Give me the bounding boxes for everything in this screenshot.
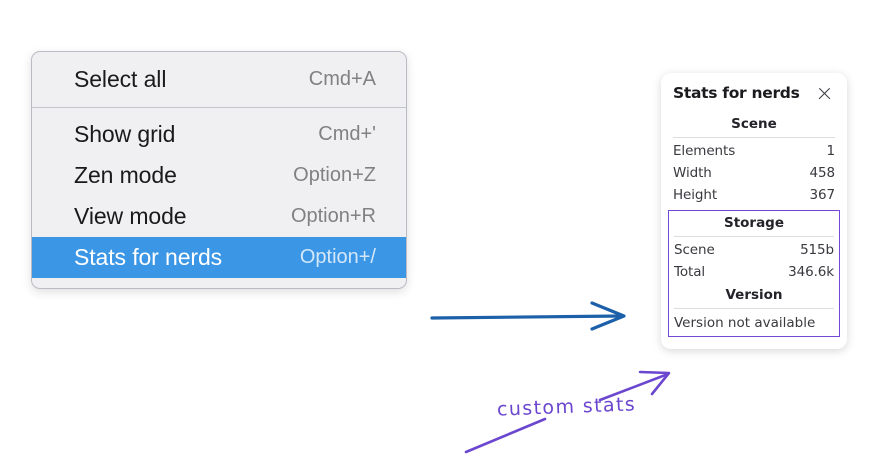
version-section-heading: Version [725, 287, 783, 303]
stat-row-elements: Elements 1 [673, 140, 835, 162]
stats-for-nerds-panel: Stats for nerds Scene Elements 1 Width 4… [661, 73, 847, 349]
menu-item-label: View mode [74, 203, 187, 229]
menu-item-shortcut: Option+Z [293, 164, 376, 186]
stat-key: Elements [673, 143, 736, 159]
menu-item-shortcut: Cmd+A [308, 68, 376, 90]
version-not-available-text: Version not available [674, 315, 816, 331]
menu-item-zen-mode[interactable]: Zen mode Option+Z [32, 155, 406, 196]
storage-section-heading: Storage [723, 215, 785, 231]
menu-item-select-all[interactable]: Select all Cmd+A [32, 59, 406, 100]
stat-row-storage-total: Total 346.6k [674, 261, 834, 283]
storage-divider [674, 236, 834, 237]
stat-row-width: Width 458 [673, 162, 835, 184]
menu-item-show-grid[interactable]: Show grid Cmd+' [32, 114, 406, 155]
custom-stats-annotation-label: custom stats [496, 393, 637, 421]
menu-item-view-mode[interactable]: View mode Option+R [32, 196, 406, 237]
stat-value: 1 [826, 143, 836, 159]
menu-separator [32, 107, 406, 108]
close-icon[interactable] [816, 85, 833, 102]
stat-value: 458 [809, 165, 836, 181]
stats-panel-title: Stats for nerds [673, 84, 800, 102]
menu-item-shortcut: Cmd+' [318, 123, 376, 145]
menu-group-2: Show grid Cmd+' Zen mode Option+Z View m… [32, 114, 406, 278]
menu-item-label: Select all [74, 66, 167, 92]
scene-section-heading: Scene [731, 116, 777, 132]
blue-arrow-annotation [430, 301, 626, 331]
stat-row-storage-scene: Scene 515b [674, 239, 834, 261]
menu-item-stats-for-nerds[interactable]: Stats for nerds Option+/ [32, 237, 406, 278]
version-divider [674, 308, 834, 309]
menu-item-label: Stats for nerds [74, 244, 223, 270]
stat-row-height: Height 367 [673, 184, 835, 206]
context-menu: Select all Cmd+A Show grid Cmd+' Zen mod… [31, 51, 407, 289]
menu-item-label: Zen mode [74, 162, 177, 188]
stat-value: 515b [800, 242, 834, 258]
custom-stats-outlined-group: Storage Scene 515b Total 346.6k Version … [668, 210, 840, 337]
menu-item-shortcut: Option+/ [299, 246, 376, 268]
scene-divider [673, 137, 835, 138]
menu-item-label: Show grid [74, 121, 176, 147]
stat-key: Width [673, 165, 712, 181]
purple-underline-annotation [464, 417, 547, 454]
stat-key: Total [674, 264, 706, 280]
stat-key: Height [673, 187, 718, 203]
stat-value: 346.6k [788, 264, 834, 280]
menu-group-1: Select all Cmd+A [32, 59, 406, 100]
stats-panel-header: Stats for nerds [673, 84, 835, 102]
stat-value: 367 [809, 187, 836, 203]
menu-item-shortcut: Option+R [290, 205, 376, 227]
stat-key: Scene [674, 242, 715, 258]
